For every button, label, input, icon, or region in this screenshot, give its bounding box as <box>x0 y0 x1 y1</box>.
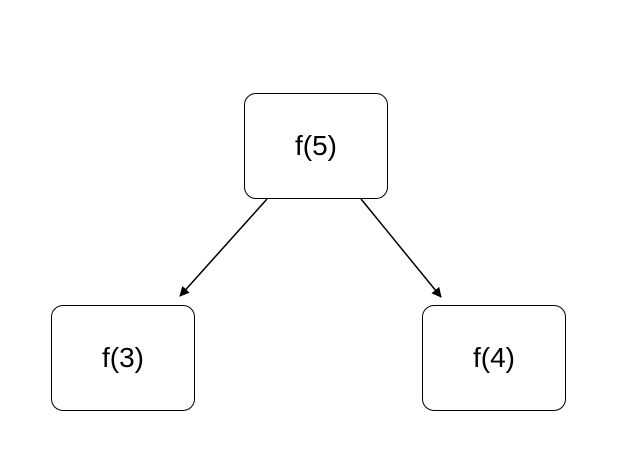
node-f3-label: f(3) <box>102 342 144 373</box>
node-f4: f(4) <box>422 305 566 411</box>
node-f5: f(5) <box>244 93 388 199</box>
node-f3: f(3) <box>51 305 195 411</box>
edge-f5-to-f3 <box>179 198 268 297</box>
node-f4-label: f(4) <box>473 342 515 373</box>
edge-f5-to-f4 <box>360 198 442 298</box>
node-f5-label: f(5) <box>295 130 337 161</box>
